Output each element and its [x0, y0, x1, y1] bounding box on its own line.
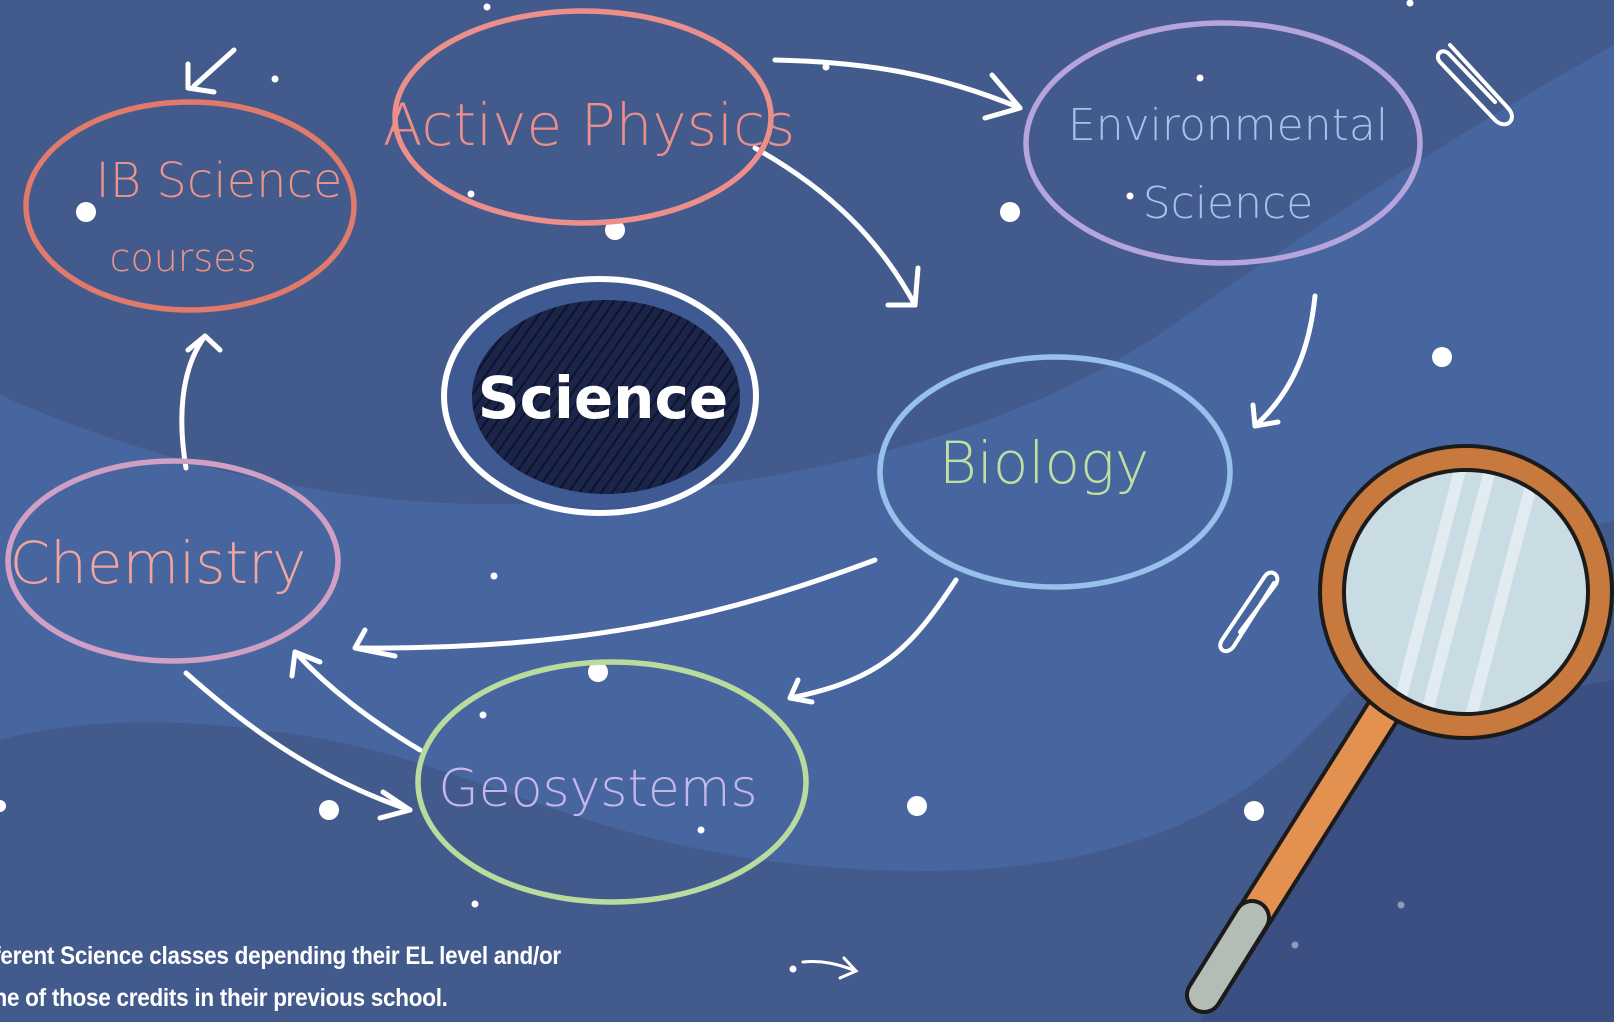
flow-arrows	[179, 47, 1318, 821]
node-labels: Science IB Science courses Active Physic…	[10, 91, 1388, 819]
ib-science-label-1: IB Science	[96, 153, 343, 209]
geosystems-outline	[415, 659, 809, 905]
chemistry-outline	[5, 458, 341, 664]
ib-science-label-2: courses	[110, 236, 257, 280]
biology-outline	[877, 354, 1233, 590]
paperclip-icon	[1435, 43, 1514, 127]
magnifying-glass-icon	[1185, 444, 1614, 1022]
arrow-chemistry-to-ib	[179, 333, 208, 471]
active-physics-outline	[392, 8, 774, 226]
arrow-chemistry-to-geosystems	[183, 670, 413, 813]
biology-label: Biology	[939, 429, 1149, 497]
arrow-physics-to-biology	[752, 145, 918, 308]
environmental-label-2: Science	[1143, 178, 1314, 229]
background-band	[0, 45, 1614, 871]
arrow-biology-to-geosystems	[787, 577, 959, 701]
paperclip-icon	[1218, 570, 1280, 654]
ib-science-outline	[23, 99, 357, 313]
environmental-outline	[1023, 20, 1423, 266]
geosystems-label: Geosystems	[438, 759, 757, 819]
caption-line-1: ifferent Science classes depending their…	[0, 942, 561, 970]
node-outlines	[5, 8, 1423, 905]
chemistry-label: Chemistry	[10, 529, 307, 597]
decorative-dots	[0, 0, 1452, 973]
arrow-biology-to-chemistry	[357, 557, 878, 651]
center-label: Science	[478, 364, 728, 432]
caption-text: ifferent Science classes depending their…	[0, 935, 680, 1019]
arrow-into-ib	[191, 47, 237, 89]
science-center-node	[441, 276, 759, 516]
caption-line-2: one of those credits in their previous s…	[0, 984, 448, 1012]
arrow-geosystems-to-chemistry	[292, 649, 423, 753]
active-physics-label: Active Physics	[383, 91, 795, 159]
arrow-doodle-icon	[801, 956, 859, 980]
arrow-physics-to-environmental	[772, 57, 1023, 111]
arrow-environmental-to-biology	[1252, 293, 1318, 429]
environmental-label-1: Environmental	[1068, 100, 1388, 151]
